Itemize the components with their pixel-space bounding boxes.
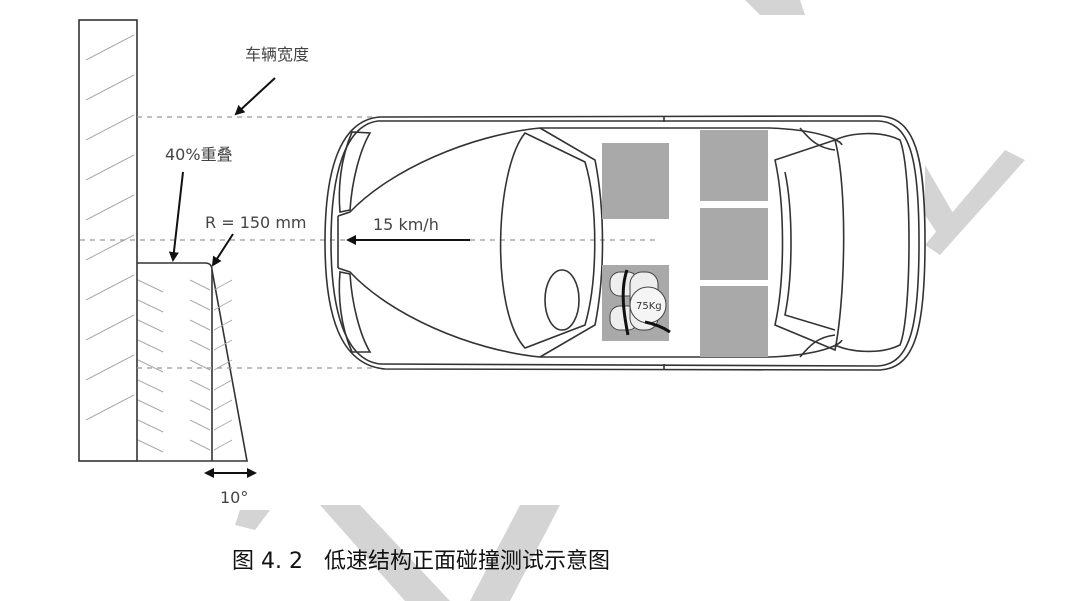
vehicle: 75Kg	[324, 115, 926, 371]
rigid-wall	[78, 19, 138, 462]
hatch-line	[85, 154, 135, 181]
hatch-line	[137, 399, 164, 413]
hatch-line	[189, 299, 211, 311]
hatch-line	[213, 319, 233, 331]
speed-label: 15 km/h	[373, 215, 439, 234]
overlap-arrow	[168, 171, 184, 262]
hatch-line	[189, 379, 211, 391]
hatch-line	[85, 314, 135, 341]
hatch-line	[213, 419, 233, 431]
hatch-line	[85, 354, 135, 381]
hatch-line	[137, 419, 164, 433]
rear-seat-2	[700, 208, 768, 280]
rear-seat-3	[700, 286, 768, 357]
hatch-line	[189, 419, 211, 431]
hatch-line	[213, 399, 233, 411]
hatch-line	[137, 359, 164, 373]
hatch-line	[189, 279, 211, 291]
front-passenger-seat	[602, 143, 669, 219]
hatch-line	[213, 299, 233, 311]
hatch-line	[85, 234, 135, 261]
hatch-line	[189, 399, 211, 411]
hatch-line	[85, 394, 135, 421]
hatch-line	[189, 439, 211, 451]
dummy: 75Kg	[609, 269, 671, 336]
hatch-line	[85, 34, 135, 61]
watermark	[235, 0, 1025, 601]
vehicle-width-arrow	[234, 77, 276, 116]
hatch-line	[137, 279, 164, 293]
hatch-line	[213, 379, 233, 391]
deformable-barrier	[137, 262, 248, 462]
hatch-line	[85, 194, 135, 221]
hatch-line	[137, 319, 164, 333]
hatch-line	[85, 274, 135, 301]
hatch-line	[137, 439, 164, 453]
hatch-line	[137, 299, 164, 313]
radius-label: R = 150 mm	[205, 213, 307, 232]
hatch-line	[137, 339, 164, 353]
hatch-line	[189, 339, 211, 351]
angle-label: 10°	[220, 488, 248, 507]
radius-arrow	[211, 233, 234, 267]
rear-seat-1	[700, 130, 768, 201]
hatch-line	[189, 359, 211, 371]
hatch-line	[85, 74, 135, 101]
dummy-mass-label: 75Kg	[636, 301, 662, 312]
hatch-line	[137, 379, 164, 393]
hatch-line	[85, 114, 135, 141]
overlap-label: 40%重叠	[165, 145, 233, 164]
hatch-line	[213, 339, 233, 351]
hatch-line	[213, 279, 233, 291]
hatch-line	[213, 439, 233, 451]
vehicle-width-label: 车辆宽度	[245, 45, 309, 64]
figure-caption: 图 4. 2 低速结构正面碰撞测试示意图	[232, 549, 610, 574]
hatch-line	[189, 319, 211, 331]
